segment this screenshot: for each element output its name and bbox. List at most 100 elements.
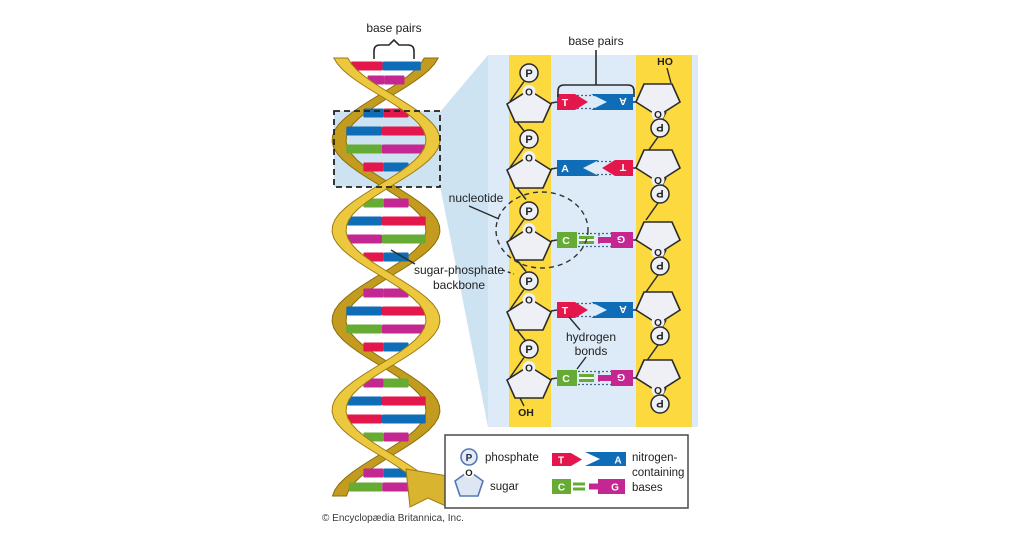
helix-rung-right bbox=[382, 414, 426, 424]
oxygen-letter: O bbox=[525, 226, 533, 237]
backbone-link bbox=[509, 147, 525, 168]
helix-rung-right bbox=[382, 144, 426, 154]
oxygen-letter: O bbox=[525, 296, 533, 307]
sugar-pentagon bbox=[634, 291, 682, 325]
backbone-link bbox=[645, 202, 659, 221]
helix-rung-right bbox=[382, 61, 421, 71]
oxygen-halo bbox=[522, 223, 536, 236]
legend-box bbox=[444, 434, 689, 509]
zoom-region-box bbox=[333, 110, 441, 188]
base-letter-left: C bbox=[562, 235, 570, 247]
helix-rung-right bbox=[383, 252, 409, 262]
base-letter-right: A bbox=[619, 303, 627, 315]
helix-ribbon-tail bbox=[405, 468, 449, 508]
sugar-base-link bbox=[550, 377, 558, 380]
oxygen-halo bbox=[522, 293, 536, 306]
phosphate-circle bbox=[650, 394, 670, 414]
base-thymine bbox=[602, 160, 633, 176]
phosphate-circle bbox=[519, 271, 539, 291]
phosphate-letter: P bbox=[656, 259, 663, 271]
oxygen-letter: O bbox=[525, 364, 533, 375]
phosphate-letter: P bbox=[525, 68, 532, 80]
sugar-base-link bbox=[550, 167, 558, 170]
oxygen-letter: O bbox=[654, 176, 662, 187]
sugar-phosphate-label-line1: sugar-phosphate bbox=[414, 263, 504, 277]
helix-rung-left bbox=[351, 61, 383, 71]
base-cytosine bbox=[557, 232, 577, 248]
helix-rung-right bbox=[382, 306, 426, 316]
legend-adenine-icon bbox=[585, 452, 626, 466]
helix-rung-left bbox=[346, 306, 382, 316]
phosphate-letter: P bbox=[656, 397, 663, 409]
base-letter-right: T bbox=[619, 161, 626, 173]
helix-rung-right bbox=[383, 432, 409, 442]
base-cytosine-tab-gap bbox=[579, 377, 594, 379]
phosphate-letter: P bbox=[525, 276, 532, 288]
base-letter-left: T bbox=[562, 97, 569, 109]
backbone-link bbox=[509, 81, 525, 102]
oh-link-line bbox=[519, 397, 525, 407]
base-letter-right: A bbox=[619, 95, 627, 107]
helix-rung-right bbox=[383, 162, 409, 172]
helix-rung-right bbox=[384, 75, 405, 85]
oxygen-halo bbox=[522, 151, 536, 164]
legend-cytosine-icon bbox=[552, 479, 571, 494]
base-guanine bbox=[611, 232, 633, 248]
phosphate-letter: P bbox=[525, 344, 532, 356]
phosphate-letter: P bbox=[656, 329, 663, 341]
backbone-link bbox=[516, 187, 527, 200]
hydrogen-bonds-label-line2: bonds bbox=[575, 344, 608, 358]
backbone-pointer-dash bbox=[501, 269, 515, 275]
legend-phosphate-label: phosphate bbox=[485, 452, 539, 464]
hydrogen-bonds-label-line1: hydrogen bbox=[566, 330, 616, 344]
ho-terminal-label: HO bbox=[657, 56, 673, 68]
helix-rung-right bbox=[382, 216, 426, 226]
base-pairs-right-bracket bbox=[557, 50, 635, 97]
helix-rung-right bbox=[382, 396, 426, 406]
nucleotide-outline bbox=[495, 191, 589, 269]
legend-cytosine-tab-gap bbox=[573, 485, 585, 488]
phosphate-circle bbox=[650, 184, 670, 204]
phosphate-circle bbox=[519, 63, 539, 83]
legend-sugar-icon bbox=[454, 470, 484, 497]
legend: P phosphate O sugar T A C G nitrogen- co… bbox=[444, 434, 689, 509]
sugar-pentagon bbox=[634, 149, 682, 183]
backbone-link bbox=[645, 274, 659, 293]
legend-thymine-icon bbox=[552, 453, 582, 466]
copyright-text: © Encyclopædia Britannica, Inc. bbox=[322, 513, 464, 524]
phosphate-letter: P bbox=[656, 121, 663, 133]
legend-sugar-oxygen-letter: O bbox=[465, 468, 472, 479]
nucleotide-pointer-line bbox=[468, 205, 500, 220]
oxygen-halo bbox=[651, 245, 665, 259]
backbone-pointer-line bbox=[390, 249, 416, 265]
backbone-link bbox=[509, 219, 525, 240]
sugar-pentagon bbox=[505, 227, 553, 261]
helix-rung-left bbox=[346, 144, 382, 154]
base-letter-left: C bbox=[562, 373, 570, 385]
sugar-pentagon bbox=[634, 221, 682, 255]
phosphate-circle bbox=[519, 339, 539, 359]
oxygen-letter: O bbox=[525, 88, 533, 99]
oxygen-letter: O bbox=[654, 386, 662, 397]
oxygen-letter: O bbox=[654, 248, 662, 259]
legend-sugar-oxygen-halo bbox=[463, 466, 475, 478]
legend-sugar-label: sugar bbox=[490, 481, 519, 493]
helix-rung-left bbox=[363, 468, 384, 478]
base-thymine bbox=[557, 302, 588, 318]
backbone-link bbox=[516, 329, 527, 342]
helix-rung-right bbox=[383, 468, 409, 478]
backbone-link bbox=[509, 357, 525, 378]
helix-rung-left bbox=[346, 216, 382, 226]
legend-guanine-stem bbox=[589, 483, 599, 490]
oxygen-halo bbox=[651, 315, 665, 329]
phosphate-letter: P bbox=[656, 187, 663, 199]
legend-cytosine-letter: C bbox=[558, 483, 565, 494]
base-guanine-stem bbox=[598, 237, 612, 243]
base-letter-right: G bbox=[617, 371, 625, 383]
helix-rung-right bbox=[383, 288, 409, 298]
helix-rung-right bbox=[383, 378, 409, 388]
